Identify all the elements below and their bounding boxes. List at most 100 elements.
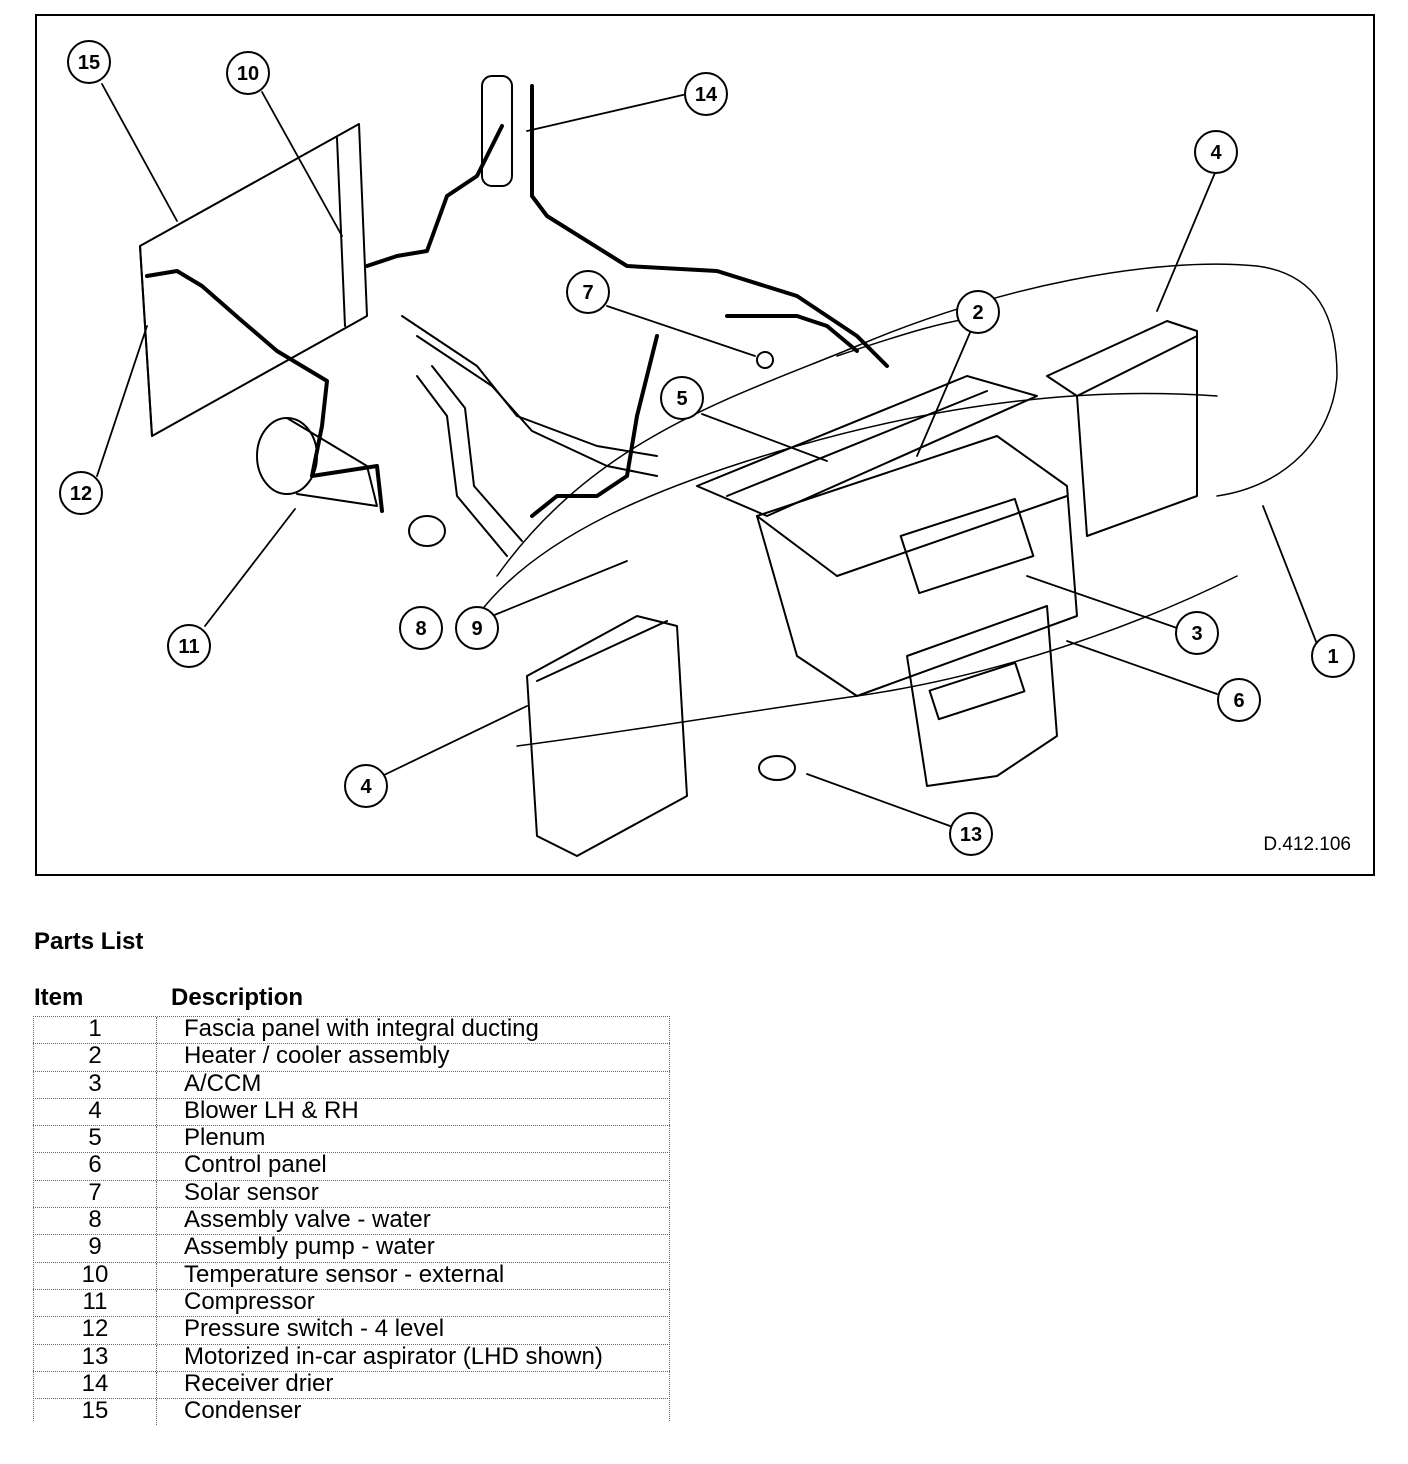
callout-label: 14 [695, 84, 718, 106]
item-description: Heater / cooler assembly [184, 1042, 450, 1070]
parts-list-title: Parts List [34, 928, 144, 955]
table-row: 5 Plenum [33, 1124, 670, 1153]
table-row: 12 Pressure switch - 4 level [33, 1315, 670, 1344]
table-row: 6 Control panel [33, 1151, 670, 1180]
callout-2: 2 [956, 290, 1000, 334]
table-row: 9 Assembly pump - water [33, 1233, 670, 1262]
column-divider [156, 1235, 157, 1262]
column-divider [156, 1153, 157, 1180]
callout-label: 13 [960, 824, 982, 846]
item-number: 6 [88, 1151, 102, 1179]
table-row: 2 Heater / cooler assembly [33, 1042, 670, 1071]
table-row: 1 Fascia panel with integral ducting [33, 1015, 670, 1044]
item-description: A/CCM [184, 1069, 262, 1097]
column-divider [156, 1180, 157, 1208]
item-column-header: Item [34, 984, 84, 1011]
callout-label: 8 [415, 618, 426, 640]
callout-1: 1 [1311, 634, 1355, 678]
column-divider [156, 1262, 157, 1289]
callout-label: 3 [1191, 623, 1202, 645]
column-divider [156, 1044, 157, 1071]
column-divider [156, 1371, 157, 1399]
item-description: Condenser [184, 1397, 302, 1425]
callout-3: 3 [1175, 611, 1219, 655]
item-number: 9 [88, 1233, 102, 1261]
item-description: Blower LH & RH [184, 1096, 359, 1124]
column-divider [156, 1098, 157, 1126]
table-row: 15 Condenser [33, 1397, 670, 1426]
callout-15: 15 [67, 40, 111, 84]
control-panel [906, 605, 1058, 787]
callout-label: 6 [1233, 690, 1244, 712]
column-divider [156, 1126, 157, 1153]
item-number: 11 [82, 1287, 108, 1315]
column-divider [156, 1317, 157, 1344]
blower-rh [1046, 320, 1198, 537]
heater-hoses [401, 315, 658, 557]
item-number: 10 [81, 1260, 109, 1288]
callout-label: 15 [78, 52, 100, 74]
blower-lh [526, 615, 688, 857]
callout-5: 5 [660, 376, 704, 420]
callout-11: 11 [167, 624, 211, 668]
item-number: 7 [88, 1178, 102, 1206]
item-number: 1 [88, 1015, 102, 1042]
table-row: 13 Motorized in-car aspirator (LHD shown) [33, 1342, 670, 1371]
compressor [256, 417, 446, 547]
item-description: Motorized in-car aspirator (LHD shown) [184, 1342, 603, 1370]
callout-label: 11 [178, 636, 199, 658]
table-row: 7 Solar sensor [33, 1178, 670, 1208]
item-description: Assembly pump - water [184, 1233, 435, 1261]
figure-reference: D.412.106 [1263, 834, 1351, 855]
callout-14: 14 [684, 72, 728, 116]
item-number: 2 [88, 1042, 102, 1070]
callout-9: 9 [455, 606, 499, 650]
item-number: 5 [88, 1124, 102, 1152]
callout-label: 7 [582, 282, 593, 304]
item-description: Solar sensor [184, 1178, 319, 1206]
callout-7: 7 [566, 270, 610, 314]
condenser [139, 123, 368, 437]
table-left-border [33, 1016, 34, 1421]
heater-cooler-assembly [756, 435, 1078, 697]
item-number: 3 [88, 1069, 102, 1097]
callout-4: 4 [344, 764, 388, 808]
callout-label: 12 [70, 483, 92, 505]
item-number: 12 [81, 1315, 109, 1343]
callout-arrows [96, 83, 1318, 827]
item-number: 15 [81, 1397, 109, 1425]
solar-sensor [756, 351, 774, 369]
callout-4: 4 [1194, 130, 1238, 174]
column-divider [156, 1017, 157, 1044]
item-description: Pressure switch - 4 level [184, 1315, 445, 1343]
item-description: Assembly valve - water [184, 1206, 431, 1234]
receiver-drier [481, 75, 513, 187]
callout-6: 6 [1217, 678, 1261, 722]
callout-label: 2 [972, 302, 983, 324]
item-description: Fascia panel with integral ducting [184, 1015, 539, 1042]
callout-label: 10 [237, 63, 259, 85]
callout-label: 9 [471, 618, 482, 640]
hvac-system-diagram: 15 10 14 4 7 2 5 12 11 8 9 3 1 6 4 13 D.412.106 [35, 14, 1375, 876]
refrigerant-pipes [145, 84, 889, 518]
column-divider [156, 1399, 157, 1426]
item-description: Compressor [184, 1287, 315, 1315]
column-divider [156, 1071, 157, 1098]
callout-8: 8 [399, 606, 443, 650]
item-number: 14 [81, 1369, 109, 1397]
plenum [696, 375, 1038, 517]
item-description: Control panel [184, 1151, 327, 1179]
table-row: 3 A/CCM [33, 1069, 670, 1098]
item-number: 13 [81, 1342, 109, 1370]
column-divider [156, 1208, 157, 1235]
item-description: Plenum [184, 1124, 266, 1152]
diagram-drawing: 15 10 14 4 7 2 5 12 11 8 9 3 1 6 4 13 [59, 40, 1355, 857]
callout-label: 1 [1327, 646, 1338, 668]
callout-10: 10 [226, 51, 270, 95]
table-row: 11 Compressor [33, 1287, 670, 1317]
callout-label: 4 [1210, 142, 1222, 164]
